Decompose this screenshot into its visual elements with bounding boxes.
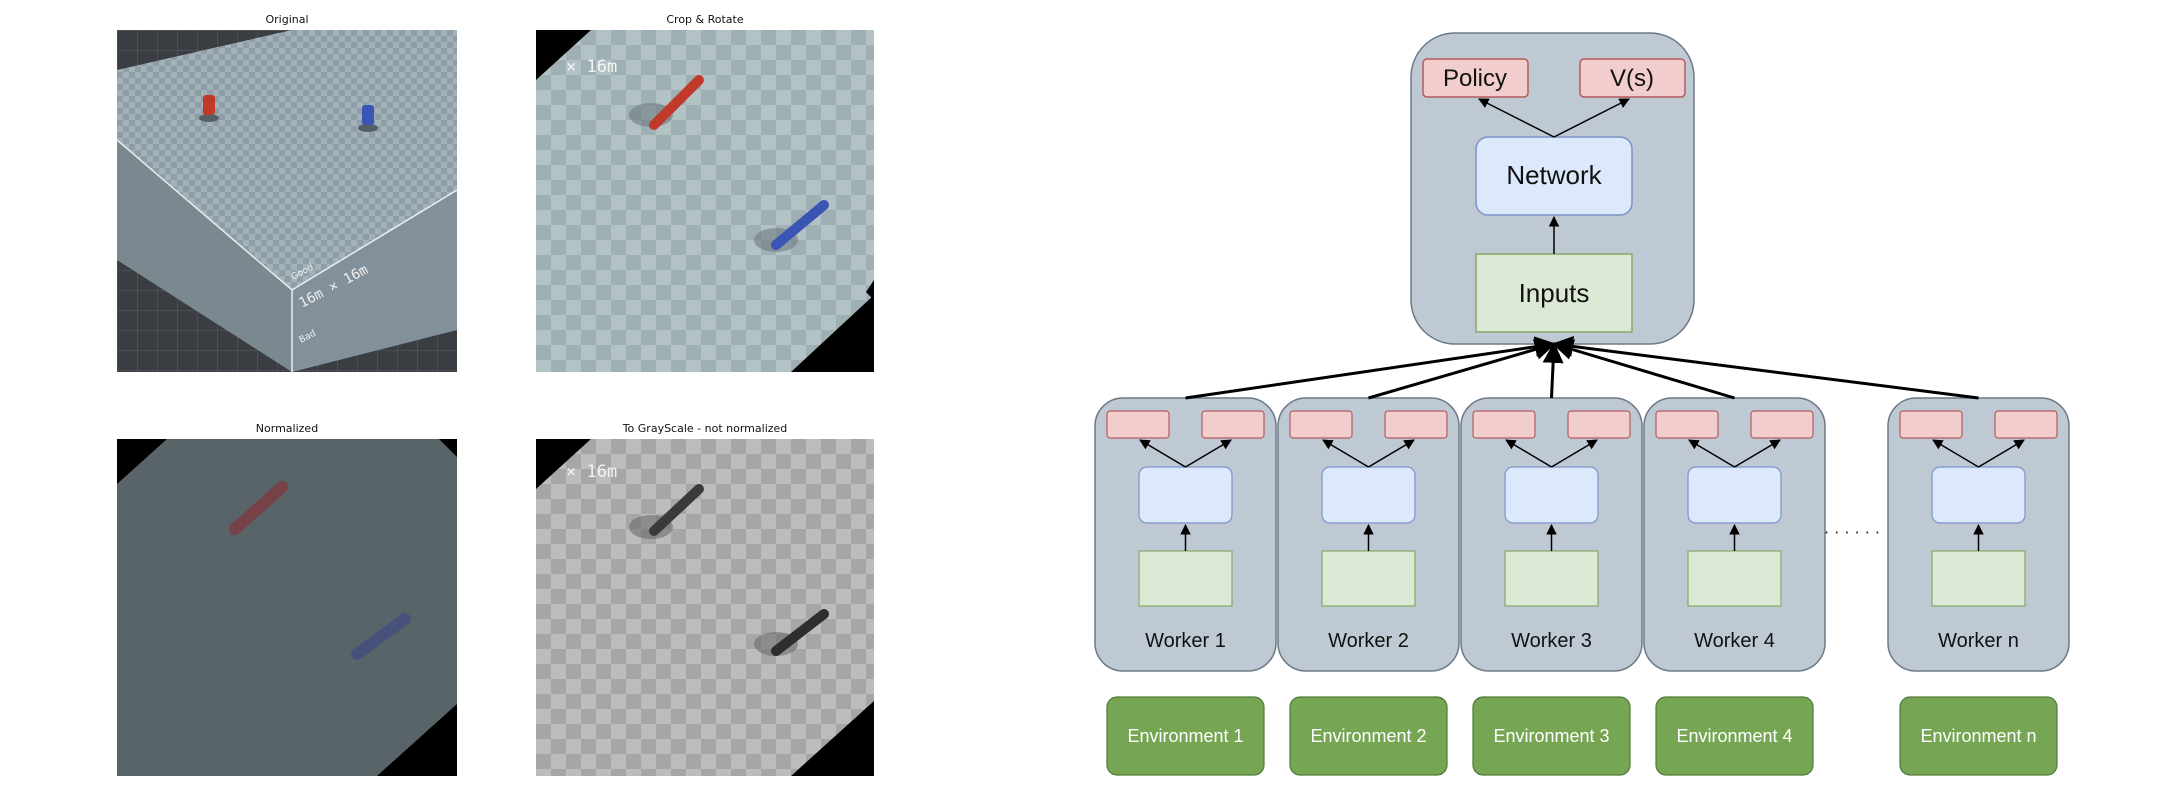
worker-label: Worker 4 <box>1694 630 1775 652</box>
panel-grayscale: To GrayScale - not normalized × 16m <box>536 422 874 776</box>
scale-label: × 16m <box>566 462 617 482</box>
crop-rotate-image: × 16m <box>536 30 874 372</box>
environment-box <box>1899 696 2058 776</box>
environment-box <box>1655 696 1814 776</box>
worker-inputs-box <box>1321 550 1416 607</box>
worker-value-arrow <box>1368 439 1415 468</box>
worker-value-arrow <box>1551 439 1598 468</box>
worker-label: Worker n <box>1938 630 2019 652</box>
worker-to-global-arrow <box>1542 341 1564 399</box>
worker-value-arrow <box>1734 439 1781 468</box>
value-label: V(s) <box>1610 65 1654 92</box>
gray-agent-2 <box>771 609 829 656</box>
worker-network-box <box>1321 466 1416 524</box>
panel-title: To GrayScale - not normalized <box>622 422 788 435</box>
panel-normalized: Normalized <box>117 422 457 776</box>
worker-label: Worker 3 <box>1511 630 1592 652</box>
worker-network-box <box>1504 466 1599 524</box>
panel-crop-rotate: Crop & Rotate × 16m <box>536 13 874 372</box>
worker-network-box <box>1931 466 2026 524</box>
environment-label: Environment 1 <box>1127 726 1243 746</box>
worker-policy-arrow <box>1932 439 1979 468</box>
worker-value-box <box>1750 410 1814 439</box>
worker-value-arrow <box>1185 439 1232 468</box>
value-output-box <box>1579 58 1686 98</box>
scale-label: × 16m <box>566 57 617 77</box>
environment-box <box>1472 696 1631 776</box>
blue-agent <box>771 200 829 250</box>
inputs-label: Inputs <box>1519 278 1590 308</box>
red-agent <box>229 481 288 535</box>
environment-box <box>1106 696 1265 776</box>
panel-title: Normalized <box>255 422 319 435</box>
worker-to-global-arrow <box>1368 339 1557 400</box>
ellipsis: · · · · · · <box>1824 523 1880 542</box>
worker-5: Worker n Environment n <box>1551 335 2070 776</box>
worker-inputs-box <box>1687 550 1782 607</box>
blue-agent <box>358 105 378 132</box>
worker-value-arrow <box>1978 439 2025 468</box>
environment-label: Environment 3 <box>1493 726 1609 746</box>
workers-group: Worker 1 Environment 1 Worker 2 Environment… <box>1094 335 2070 776</box>
worker-4: Worker 4 Environment 4 <box>1551 339 1826 776</box>
worker-policy-box <box>1899 410 1963 439</box>
normalized-image <box>117 439 457 776</box>
original-arena-image: 16m × 16m Good Bad <box>117 30 457 372</box>
worker-policy-box <box>1289 410 1353 439</box>
policy-output-box <box>1422 58 1529 98</box>
worker-policy-box <box>1106 410 1170 439</box>
network-to-value-arrow <box>1553 98 1630 138</box>
worker-policy-box <box>1472 410 1536 439</box>
panel-title: Crop & Rotate <box>666 13 744 26</box>
panel-original: Original 16m × 16m Good Bad <box>117 13 457 372</box>
worker-inputs-box <box>1931 550 2026 607</box>
worker-3: Worker 3 Environment 3 <box>1460 341 1643 776</box>
worker-inputs-box <box>1138 550 1233 607</box>
worker-inputs-box <box>1504 550 1599 607</box>
environment-label: Environment 4 <box>1676 726 1792 746</box>
worker-2: Worker 2 Environment 2 <box>1277 339 1557 776</box>
worker-label: Worker 2 <box>1328 630 1409 652</box>
worker-policy-arrow <box>1505 439 1552 468</box>
worker-to-global-arrow <box>1551 339 1735 400</box>
grayscale-image: × 16m <box>536 439 874 776</box>
worker-value-box <box>1567 410 1631 439</box>
environment-label: Environment 2 <box>1310 726 1426 746</box>
environment-label: Environment n <box>1920 726 2036 746</box>
worker-policy-arrow <box>1139 439 1186 468</box>
worker-to-global-arrow <box>1551 335 1979 400</box>
worker-network-box <box>1138 466 1233 524</box>
global-network: Policy V(s) Network Inputs <box>1410 32 1695 345</box>
network-to-policy-arrow <box>1478 98 1555 138</box>
inputs-box <box>1475 253 1633 333</box>
environment-box <box>1289 696 1448 776</box>
worker-value-box <box>1201 410 1265 439</box>
policy-label: Policy <box>1443 65 1507 92</box>
worker-label: Worker 1 <box>1145 630 1226 652</box>
worker-policy-arrow <box>1322 439 1369 468</box>
gray-agent-1 <box>649 484 704 536</box>
blue-agent <box>351 613 411 660</box>
panel-title: Original <box>265 13 309 26</box>
network-label: Network <box>1506 160 1602 190</box>
worker-policy-box <box>1655 410 1719 439</box>
worker-value-box <box>1384 410 1448 439</box>
red-agent <box>649 75 704 130</box>
red-agent <box>199 95 219 122</box>
worker-policy-arrow <box>1688 439 1735 468</box>
worker-to-global-arrow <box>1185 336 1557 400</box>
worker-value-box <box>1994 410 2058 439</box>
worker-network-box <box>1687 466 1782 524</box>
worker-1: Worker 1 Environment 1 <box>1094 336 1557 776</box>
